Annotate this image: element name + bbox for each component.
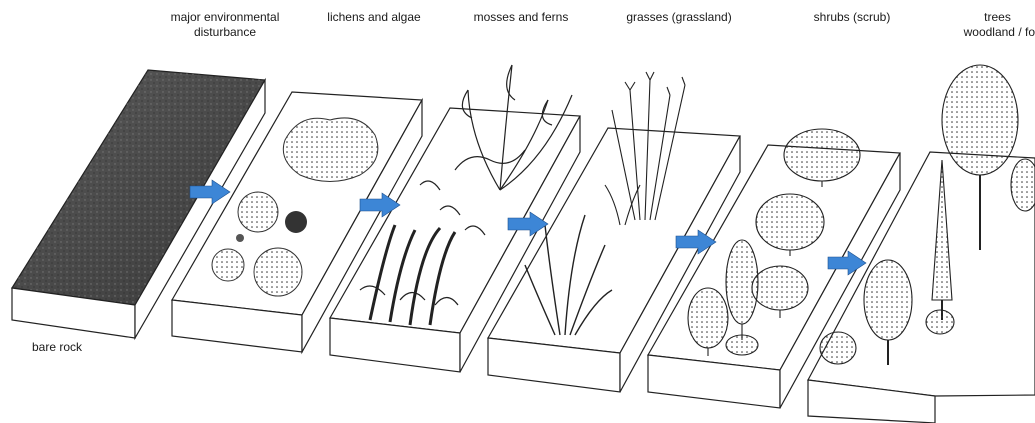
label-bare-rock: bare rock	[32, 340, 82, 355]
label-disturbance: major environmental disturbance	[150, 10, 300, 40]
label-lichens: lichens and algae	[314, 10, 434, 25]
label-disturbance-line1: major environmental	[150, 10, 300, 25]
label-trees-line1: trees	[960, 10, 1035, 25]
label-trees-line2: woodland / fo	[930, 25, 1035, 40]
label-grasses: grasses (grassland)	[604, 10, 754, 25]
label-shrubs: shrubs (scrub)	[792, 10, 912, 25]
label-mosses: mosses and ferns	[456, 10, 586, 25]
label-disturbance-line2: disturbance	[150, 25, 300, 40]
label-trees: trees woodland / fo	[930, 10, 1035, 40]
